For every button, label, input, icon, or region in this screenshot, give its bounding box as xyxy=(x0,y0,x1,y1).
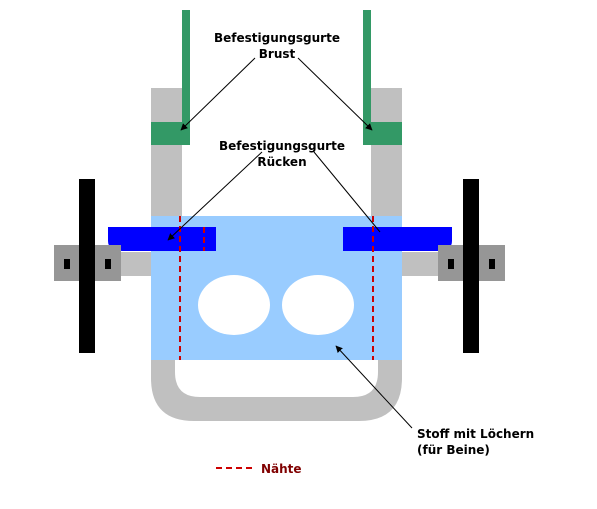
leader-ruecken-right xyxy=(313,151,381,233)
leader-brust-right xyxy=(297,57,373,131)
back-straps xyxy=(108,227,452,251)
back-strap-left xyxy=(108,227,216,251)
label-brust-line2: Brust xyxy=(259,47,296,61)
frame xyxy=(120,88,439,421)
leader-brust-left xyxy=(180,57,256,131)
label-stoff-line1: Stoff mit Löchern xyxy=(417,427,534,441)
chest-strap-right-clamp xyxy=(363,122,402,145)
axle-right-stub xyxy=(401,252,439,276)
hub-right-outer-hole xyxy=(489,259,495,269)
label-ruecken-line1: Befestigungsgurte xyxy=(219,139,345,153)
label-brust-line1: Befestigungsgurte xyxy=(214,31,340,45)
wheel-right xyxy=(463,179,479,353)
legend-naehte-label: Nähte xyxy=(261,462,302,476)
leg-hole-left xyxy=(198,275,270,335)
chest-strap-left-band xyxy=(182,10,190,145)
label-stoff-line2: (für Beine) xyxy=(417,443,490,457)
hub-left-outer-hole xyxy=(64,259,70,269)
chest-straps xyxy=(151,10,402,145)
axle-left-stub xyxy=(120,252,152,276)
wheel-left xyxy=(79,179,95,353)
leader-ruecken-left xyxy=(167,151,263,241)
leader-lines xyxy=(167,57,413,429)
leg-hole-right xyxy=(282,275,354,335)
frame-bottom-loop xyxy=(151,355,402,421)
chest-strap-left-clamp xyxy=(151,122,190,145)
chest-strap-right-band xyxy=(363,10,371,145)
back-strap-right xyxy=(343,227,452,251)
hub-right-inner-hole xyxy=(448,259,454,269)
axle-hubs xyxy=(54,245,505,281)
seams xyxy=(179,216,374,360)
legend: Nähte xyxy=(216,462,302,476)
hub-left-inner-hole xyxy=(105,259,111,269)
label-ruecken-line2: Rücken xyxy=(257,155,306,169)
wheels xyxy=(79,179,479,353)
leader-stoff xyxy=(335,345,413,429)
